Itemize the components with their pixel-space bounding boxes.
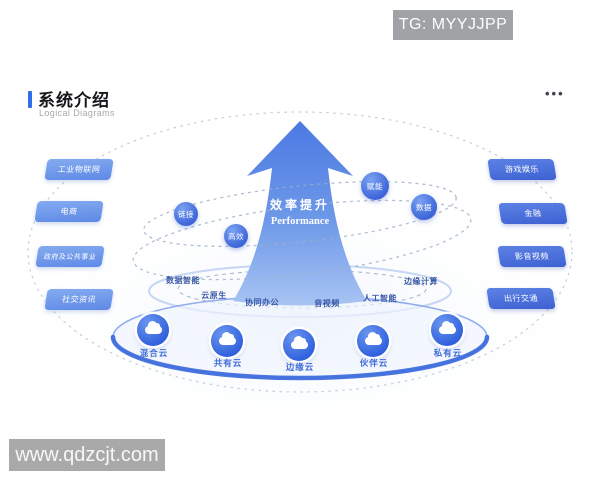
cloud-private-label: 私有云 [433, 348, 463, 358]
node-empower: 赋能 [361, 172, 389, 200]
industry-button-social: 社交资讯 [44, 289, 114, 310]
section-marker [28, 91, 32, 108]
industry-button-finance: 金融 [498, 203, 568, 224]
cloud-icon [290, 336, 308, 349]
capability-audio-video: 音视频 [314, 299, 340, 308]
node-data: 数据 [411, 194, 437, 220]
cloud-edge [283, 329, 315, 361]
outer-dashed-ellipse [27, 111, 573, 393]
cloud-icon [144, 321, 162, 334]
page-title: 系统介绍 [38, 91, 110, 110]
industry-button-iiot: 工业物联网 [44, 159, 114, 180]
tg-badge: TG: MYYJJPP [393, 10, 513, 40]
cloud-icon [218, 332, 236, 345]
watermark-badge: www.qdzcjt.com [9, 439, 165, 471]
capability-collaboration: 协同办公 [245, 298, 279, 307]
capability-cloud-native: 云原生 [201, 291, 227, 300]
cloud-icon [364, 332, 382, 345]
arrow-subtitle: Performance [270, 216, 330, 227]
cloud-edge-label: 边缘云 [285, 362, 315, 372]
cloud-hybrid [137, 314, 169, 346]
platform-front-arc [110, 334, 490, 381]
cloud-private [431, 314, 463, 346]
node-efficiency: 高效 [224, 224, 248, 248]
orbit-ring-2 [132, 199, 472, 281]
cloud-hybrid-label: 混合云 [139, 348, 169, 358]
industry-button-ecommerce: 电商 [34, 201, 104, 222]
arrow-title: 效率提升 [269, 198, 330, 212]
industry-button-government: 政府及公共事业 [35, 246, 105, 267]
cloud-public-label: 共有云 [213, 358, 243, 368]
capability-data-intelligence: 数据智能 [166, 276, 200, 285]
more-menu-icon[interactable]: ••• [545, 86, 565, 101]
industry-button-transport: 出行交通 [486, 288, 556, 309]
cloud-partner-label: 伙伴云 [359, 358, 389, 368]
cloud-public [211, 325, 243, 357]
industry-button-gaming: 游戏娱乐 [487, 159, 557, 180]
node-link: 链接 [174, 202, 198, 226]
industry-button-video: 影音视频 [497, 246, 567, 267]
growth-arrow [233, 121, 367, 306]
page-subtitle: Logical Diagrams [39, 108, 115, 118]
capability-ai: 人工智能 [363, 294, 397, 303]
capability-edge-computing: 边缘计算 [404, 277, 438, 286]
cloud-icon [438, 321, 456, 334]
orbit-ring-1 [143, 181, 457, 247]
cloud-partner [357, 325, 389, 357]
capability-dashed-ring [177, 269, 427, 309]
